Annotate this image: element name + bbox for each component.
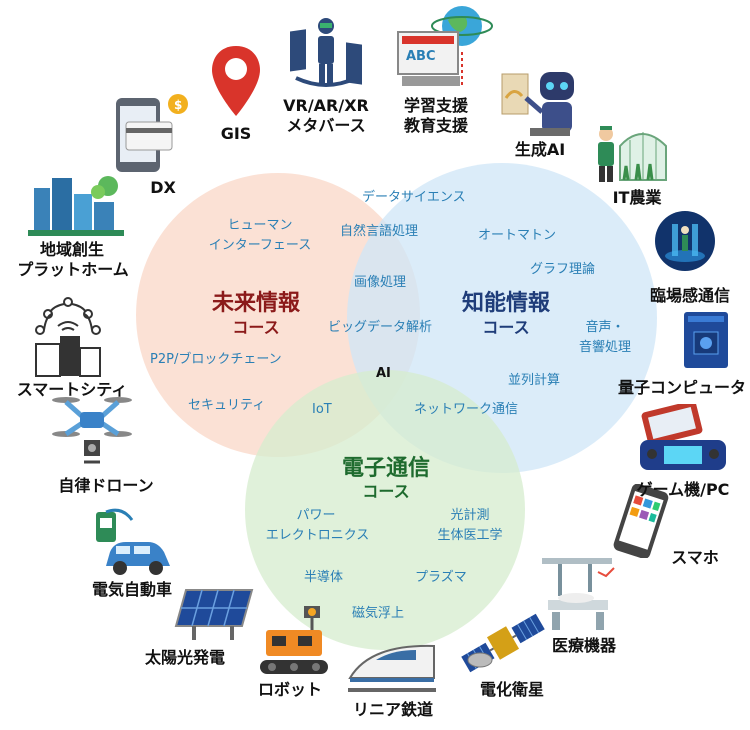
game-console-icon: [640, 404, 726, 470]
topic-plasma: プラズマ: [415, 570, 467, 585]
app-linear: リニア鉄道: [352, 700, 433, 719]
app-learn-1: 学習支援: [403, 96, 468, 115]
topic-graph: グラフ理論: [530, 262, 596, 277]
computer-globe-icon: ABC: [397, 6, 493, 86]
app-ev: 電気自動車: [91, 580, 172, 599]
course-denshi-name: 電子通信: [341, 456, 430, 481]
satellite-icon: [461, 613, 545, 673]
farmer-greenhouse-icon: [598, 126, 667, 182]
smart-building-icon: [35, 297, 101, 377]
app-it-agri: IT農業: [612, 188, 662, 207]
app-immersive: 臨場感通信: [649, 286, 730, 305]
topic-semi: 半導体: [304, 570, 344, 585]
app-smartcity: スマートシティ: [16, 380, 128, 399]
electric-car-icon: [96, 508, 170, 575]
topic-data-science: データサイエンス: [362, 190, 466, 205]
svg-text:ABC: ABC: [406, 49, 436, 64]
circle-denshi: [245, 370, 525, 650]
topic-speech-2: 音響処理: [578, 340, 631, 355]
quantum-computer-icon: [684, 312, 728, 368]
topic-hci-2: インターフェース: [208, 238, 312, 253]
app-drone: 自律ドローン: [58, 476, 154, 495]
robot-icon: [260, 606, 328, 674]
topic-power-2: エレクトロニクス: [265, 528, 370, 543]
app-robot: ロボット: [257, 680, 322, 699]
course-chino-name: 知能情報: [461, 291, 550, 316]
hologram-icon: [655, 211, 715, 271]
app-vr-1: VR/AR/XR: [283, 96, 369, 115]
topic-maglev: 磁気浮上: [352, 606, 405, 621]
topic-optics-2: 生体医工学: [437, 528, 503, 543]
course-chino-sub: コース: [482, 318, 530, 337]
topic-parallel: 並列計算: [508, 373, 561, 388]
topic-image: 画像処理: [354, 275, 407, 290]
topic-speech-1: 音声・: [585, 320, 625, 335]
app-quantum: 量子コンピュータ: [617, 378, 746, 397]
topic-security: セキュリティ: [188, 398, 266, 413]
topic-bigdata: ビッグデータ解析: [328, 320, 433, 335]
topic-network: ネットワーク通信: [414, 402, 519, 417]
smartphone-card-icon: $: [116, 94, 188, 172]
topic-ai: AI: [376, 366, 391, 381]
topic-automaton: オートマトン: [478, 228, 557, 243]
topic-p2p: P2P/ブロックチェーン: [150, 352, 282, 367]
medical-robot-icon: [542, 558, 615, 630]
robot-painter-icon: [501, 72, 574, 136]
topic-hci-1: ヒューマン: [227, 218, 293, 233]
drone-icon: [52, 397, 132, 464]
vr-person-icon: [290, 18, 362, 87]
app-regional-1: 地域創生: [39, 240, 104, 259]
app-game: ゲーム機/PC: [636, 480, 730, 499]
topic-iot: IoT: [312, 402, 332, 417]
topic-power-1: パワー: [296, 508, 336, 523]
map-pin-icon: [212, 46, 260, 116]
app-genai: 生成AI: [514, 140, 566, 159]
course-mirai-sub: コース: [232, 318, 280, 337]
course-mirai-name: 未来情報: [211, 291, 300, 316]
topic-optics-1: 光計測: [450, 508, 490, 523]
topic-nlp: 自然言語処理: [340, 224, 419, 239]
app-dx: DX: [150, 178, 176, 197]
app-vr-2: メタバース: [286, 116, 366, 135]
app-solar: 太陽光発電: [144, 648, 225, 667]
svg-text:$: $: [174, 98, 182, 112]
app-gis: GIS: [220, 124, 252, 143]
solar-panel-icon: [174, 589, 254, 640]
course-denshi-sub: コース: [362, 482, 410, 501]
city-buildings-icon: [28, 176, 124, 236]
app-smartphone: スマホ: [671, 548, 719, 567]
app-medical: 医療機器: [551, 636, 616, 655]
app-learn-2: 教育支援: [403, 116, 468, 135]
smartphone-icon: [613, 484, 669, 558]
maglev-train-icon: [348, 644, 436, 692]
app-satellite: 電化衛星: [479, 680, 544, 699]
app-regional-2: プラットホーム: [17, 260, 129, 279]
